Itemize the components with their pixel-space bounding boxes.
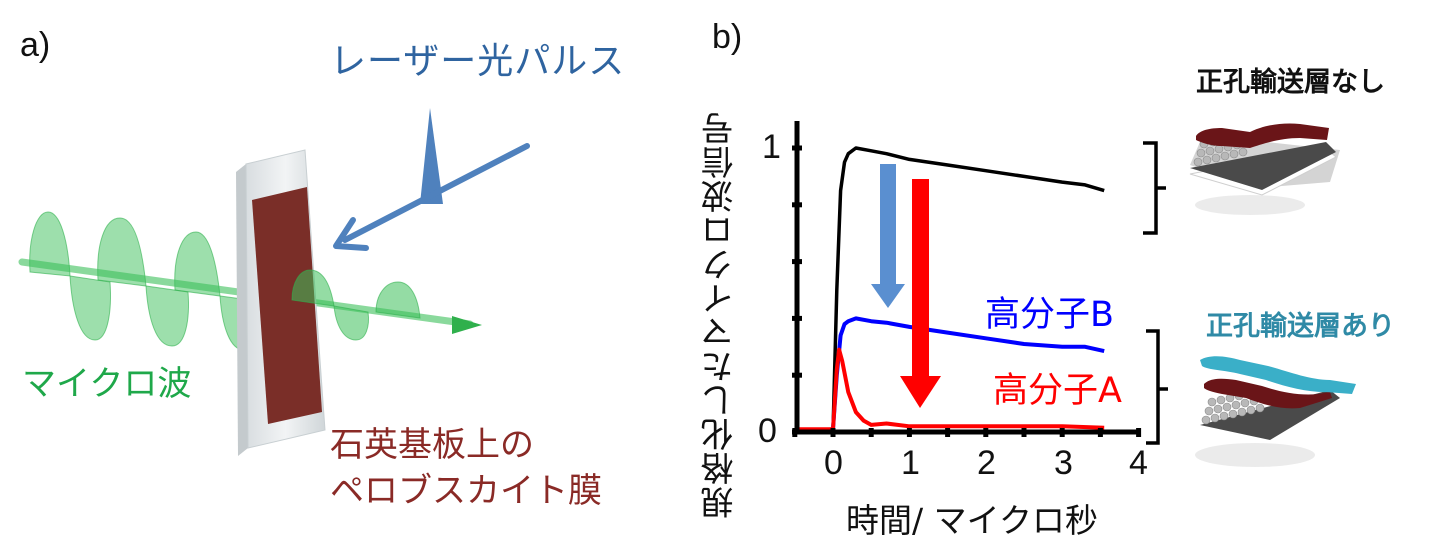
y-tick-label-1: 1 <box>762 128 781 166</box>
x-tick-label-1: 1 <box>901 444 920 482</box>
microwave-arrowhead-icon <box>452 316 482 334</box>
laser-pulse-label: レーザー光パルス <box>330 41 626 82</box>
film-label-line1: 石英基板上の <box>330 425 534 465</box>
film-label: 石英基板上の ペロブスカイト膜 <box>330 422 602 514</box>
device-no-htl-icon <box>1189 123 1340 215</box>
microwave-illustration <box>18 108 530 456</box>
device-with-htl-icon <box>1195 356 1356 467</box>
with-htl-label: 正孔輸送層あり <box>1206 311 1395 342</box>
perovskite-film-icon <box>252 187 322 424</box>
arrow-polymer-b-icon <box>871 164 905 308</box>
panel-b-label: b) <box>712 18 743 56</box>
microwave-label: マイクロ波 <box>22 364 192 404</box>
film-label-line2: ペロブスカイト膜 <box>330 471 602 511</box>
x-tick-label-0: 0 <box>824 444 843 482</box>
no-htl-label: 正孔輸送層なし <box>1196 67 1385 98</box>
x-axis-title: 時間/ マイクロ秒 <box>846 501 1098 540</box>
bracket-no-htl-icon <box>1143 141 1166 235</box>
panel-a-label: a) <box>20 26 51 64</box>
y-axis-title: 規格化したマイクロ波信号 <box>700 111 739 519</box>
x-tick-label-2: 2 <box>977 444 996 482</box>
microwave-wave-icon <box>29 211 251 351</box>
y-tick-label-0: 0 <box>758 412 777 450</box>
bracket-with-htl-icon <box>1146 329 1168 445</box>
arrow-polymer-a-icon <box>900 179 941 408</box>
quartz-substrate-icon <box>236 149 326 456</box>
laser-pulse-icon <box>333 108 530 251</box>
series-label-polymer-a: 高分子A <box>993 371 1122 411</box>
series-label-polymer-b: 高分子B <box>985 295 1115 335</box>
x-tick-label-4: 4 <box>1129 444 1148 482</box>
x-tick-label-3: 3 <box>1054 444 1073 482</box>
